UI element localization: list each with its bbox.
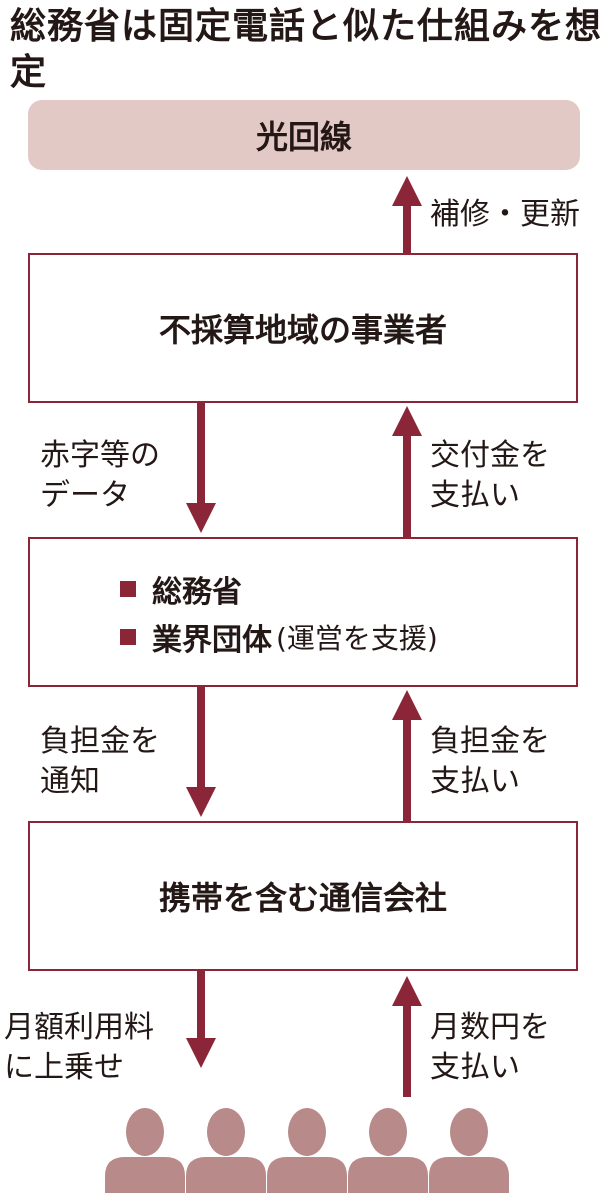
burden-payment-line-1: 負担金を — [430, 724, 550, 759]
arrow-down-icon — [186, 971, 216, 1068]
arrow-down-icon — [186, 687, 216, 817]
grant-payment-line-2: 支払い — [430, 478, 520, 513]
monthly-fee-label: 月額利用料 に上乗せ — [4, 1008, 154, 1088]
square-bullet-icon — [120, 581, 136, 597]
arrow-down-icon — [186, 403, 216, 533]
person-icon — [105, 1108, 185, 1193]
monthly-fee-line-2: に上乗せ — [4, 1050, 124, 1085]
users-group — [105, 1108, 509, 1193]
burden-notice-label: 負担金を 通知 — [40, 722, 160, 802]
industry-group-note: (運営を支援) — [276, 622, 438, 655]
ministry-item: 総務省 — [120, 565, 438, 613]
arrow-up-icon — [392, 690, 422, 821]
yen-payment-line-1: 月数円を — [430, 1010, 550, 1045]
deficit-data-label: 赤字等の データ — [40, 436, 160, 516]
industry-group-item: 業界団体 (運営を支援) — [120, 613, 438, 661]
industry-group-label: 業界団体 — [152, 623, 272, 658]
arrow-up-icon — [392, 176, 422, 253]
operator-label: 不採算地域の事業者 — [158, 311, 447, 349]
ministry-node: 総務省 業界団体 (運営を支援) — [28, 537, 578, 687]
grant-payment-line-1: 交付金を — [430, 438, 550, 473]
person-icon — [186, 1108, 266, 1193]
carrier-label: 携帯を含む通信会社 — [158, 879, 447, 917]
person-icon — [267, 1108, 347, 1193]
arrow-up-icon — [392, 976, 422, 1097]
grant-payment-label: 交付金を 支払い — [430, 436, 550, 516]
yen-payment-label: 月数円を 支払い — [430, 1008, 550, 1088]
person-icon — [348, 1108, 428, 1193]
fiber-line-node: 光回線 — [28, 100, 580, 170]
deficit-data-line-1: 赤字等の — [40, 438, 160, 473]
operator-node: 不採算地域の事業者 — [28, 253, 578, 403]
diagram-title: 総務省は固定電話と似た仕組みを想定 — [10, 6, 603, 93]
burden-payment-label: 負担金を 支払い — [430, 722, 550, 802]
ministry-item-label: 総務省 — [152, 575, 242, 610]
yen-payment-line-2: 支払い — [430, 1050, 520, 1085]
burden-notice-line-2: 通知 — [40, 764, 100, 799]
square-bullet-icon — [120, 629, 136, 645]
burden-notice-line-1: 負担金を — [40, 724, 160, 759]
repair-label: 補修・更新 — [430, 197, 580, 232]
arrow-up-icon — [392, 406, 422, 537]
carrier-node: 携帯を含む通信会社 — [28, 821, 578, 971]
burden-payment-line-2: 支払い — [430, 764, 520, 799]
monthly-fee-line-1: 月額利用料 — [4, 1010, 154, 1045]
ministry-list: 総務省 業界団体 (運営を支援) — [120, 565, 438, 661]
deficit-data-line-2: データ — [40, 478, 130, 513]
person-icon — [429, 1108, 509, 1193]
